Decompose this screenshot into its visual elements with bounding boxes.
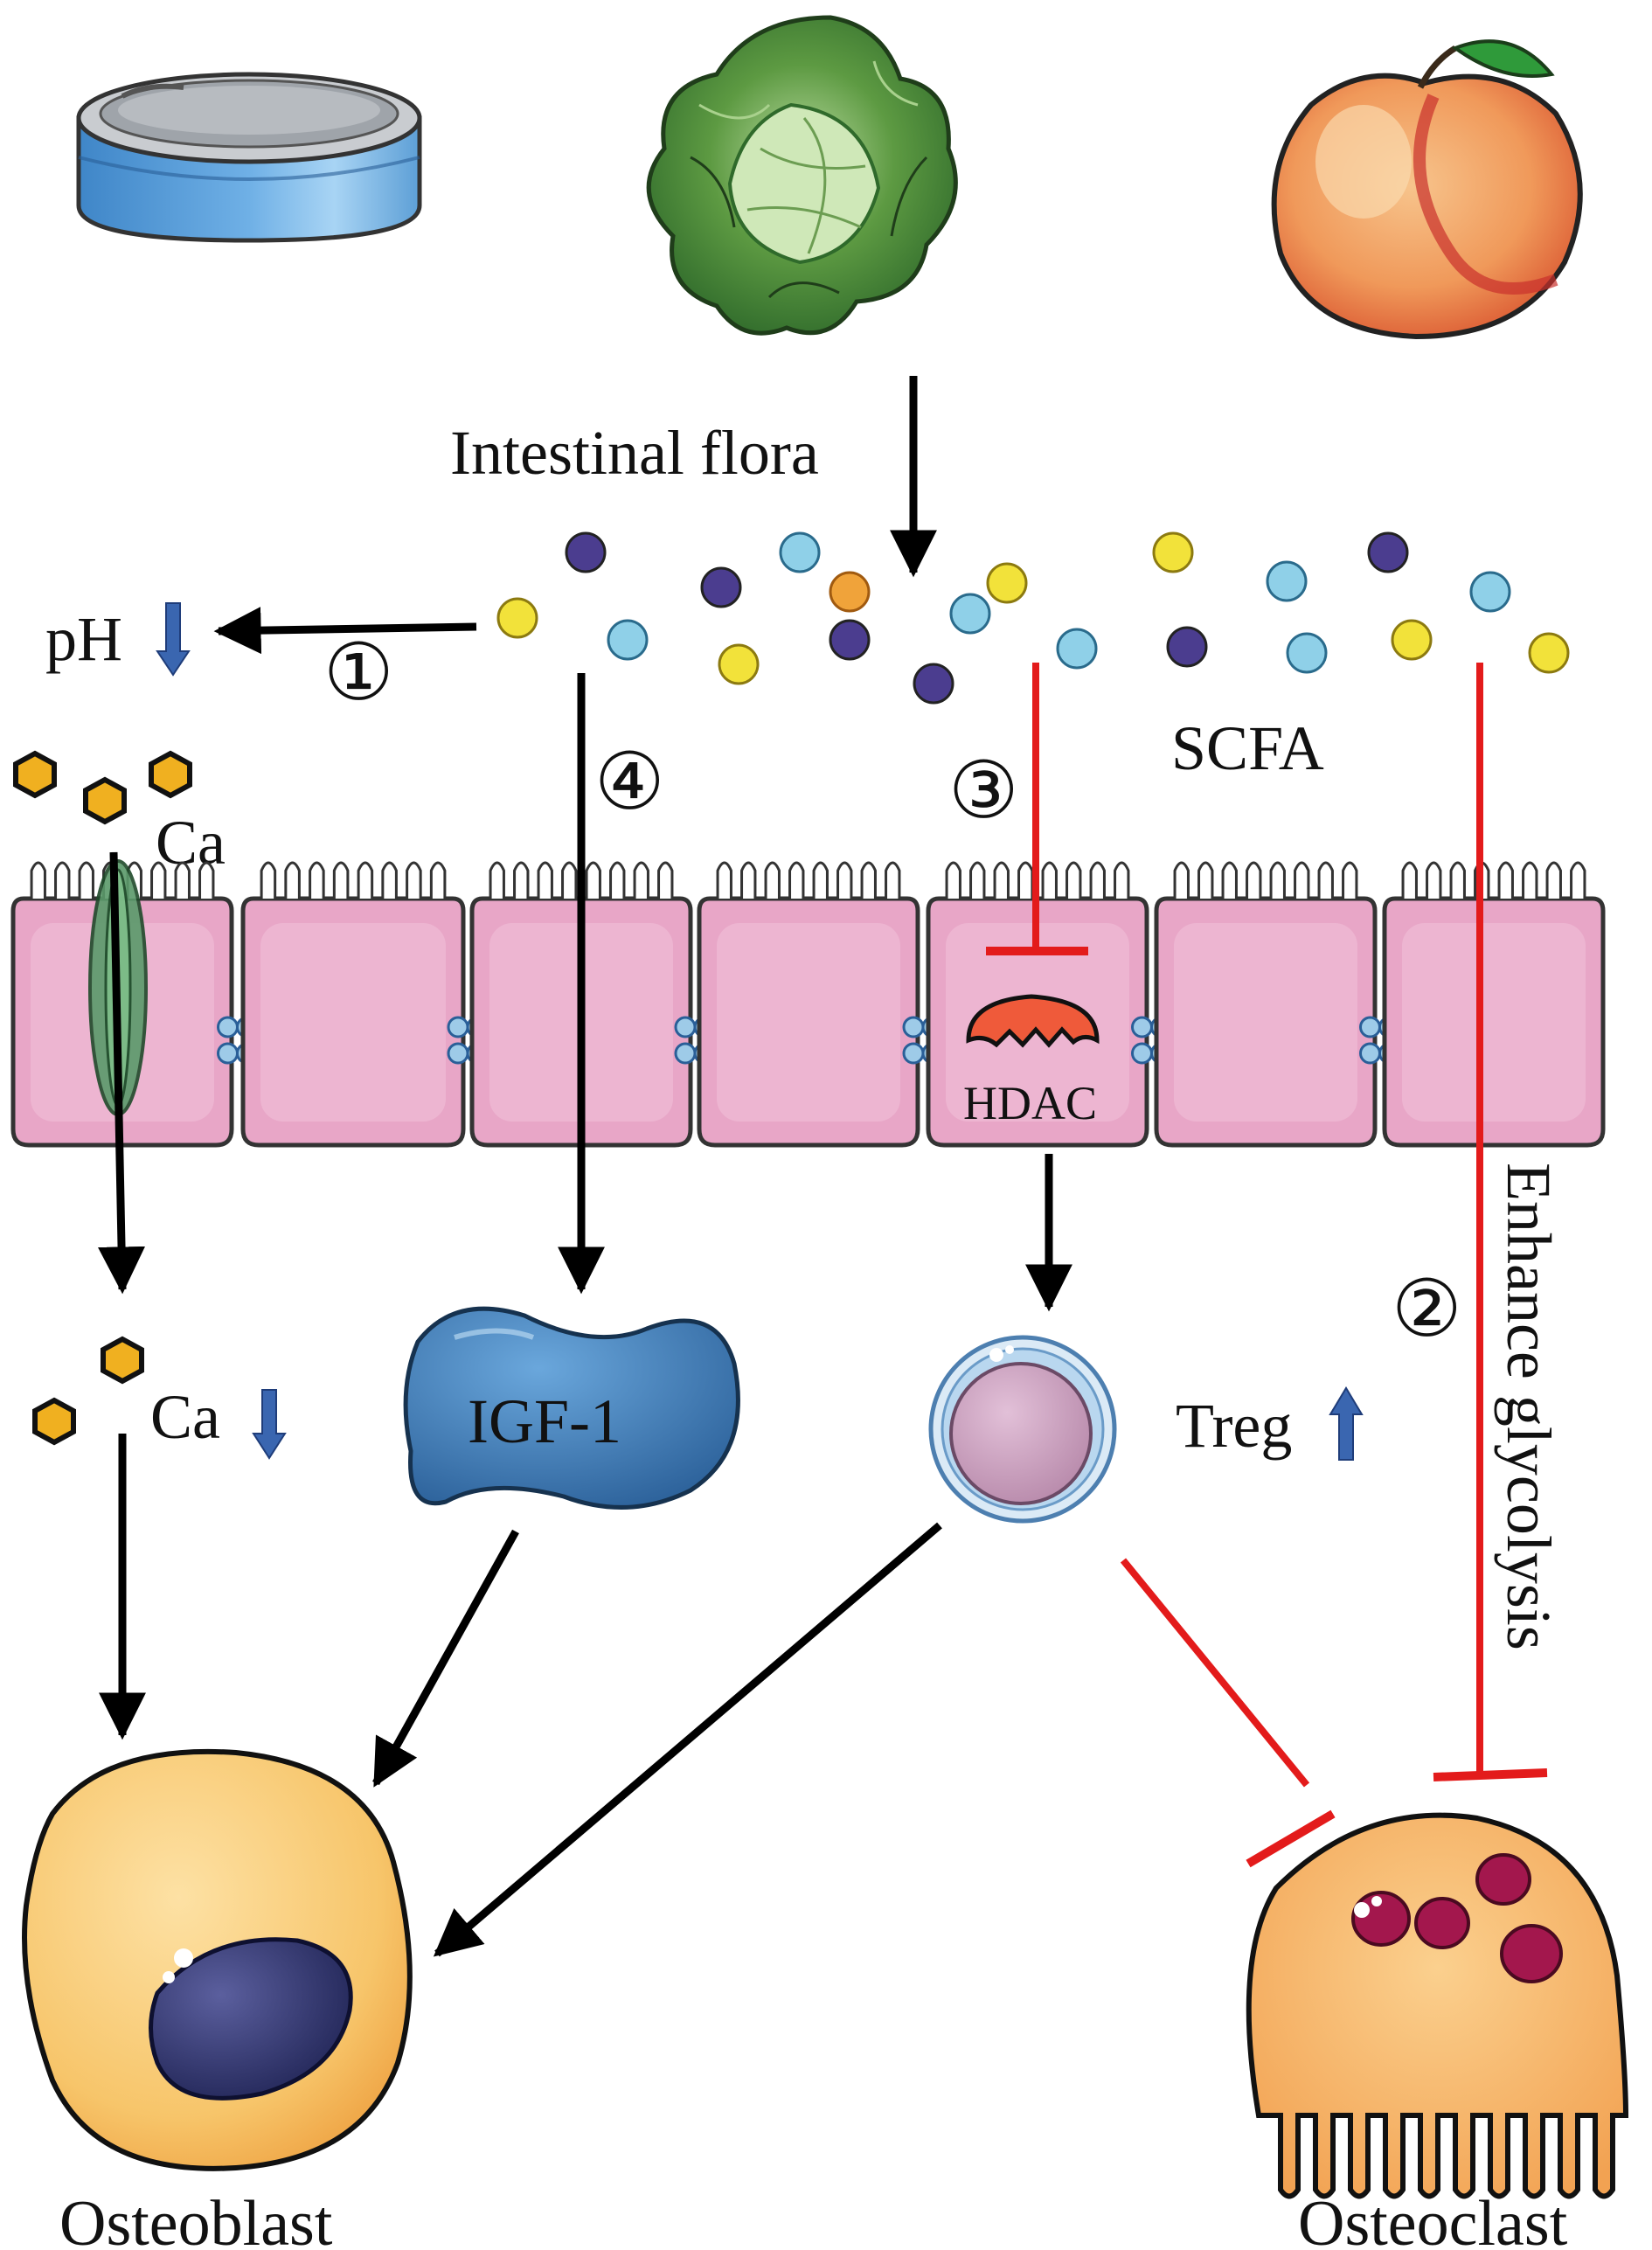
- scfa-molecules: [496, 531, 1570, 705]
- treg-to-osteoblast-arrow: [433, 1522, 942, 1957]
- osteoclast-cell: [1246, 1812, 1629, 2199]
- osteoblast-label: Osteoblast: [59, 2188, 333, 2250]
- pathway-marker-3: ③: [948, 748, 1019, 835]
- hdac-inhibition: [986, 663, 1088, 955]
- epithelial-cell: [1154, 861, 1378, 1148]
- ca-top-label: Ca: [156, 808, 226, 878]
- treg-label: Treg: [1176, 1391, 1292, 1461]
- pathway-marker-2: ②: [1392, 1267, 1462, 1353]
- epithelial-cell: [240, 861, 466, 1148]
- osteoclast-label: Osteoclast: [1298, 2188, 1568, 2250]
- down-arrow-icon: [156, 602, 191, 677]
- calcium-ions-bottom: [32, 1336, 144, 1446]
- treg-cell: [928, 1335, 1117, 1524]
- ca-bottom-label: Ca: [150, 1382, 220, 1452]
- igf1-label: IGF-1: [468, 1386, 621, 1456]
- glycolysis-inhibition: [1433, 663, 1548, 1781]
- up-arrow-icon: [1329, 1386, 1364, 1461]
- pathway-marker-1: ①: [323, 630, 394, 717]
- hdac-label: HDAC: [963, 1077, 1097, 1129]
- epithelial-cell: [697, 861, 920, 1148]
- osteoblast-cell: [22, 1748, 413, 2171]
- intestinal-epithelium: [10, 861, 1606, 1148]
- intestinal-flora-label: Intestinal flora: [450, 418, 819, 488]
- calcium-ions-top: [13, 750, 192, 825]
- ph-label: pH: [45, 604, 122, 674]
- igf1-to-osteoblast-arrow: [372, 1529, 519, 1788]
- down-arrow-icon: [252, 1389, 287, 1460]
- cabbage-icon: [646, 15, 958, 336]
- scfa-label: SCFA: [1171, 713, 1324, 783]
- tin-can-icon: [76, 72, 422, 243]
- peach-icon: [1271, 39, 1583, 340]
- igf1-molecule: [403, 1306, 740, 1510]
- ph-arrow: [213, 607, 477, 655]
- pathway-marker-4: ④: [594, 740, 665, 826]
- treg-osteoclast-inhibition: [1120, 1558, 1336, 1868]
- hdac-enzyme: [966, 994, 1100, 1048]
- epithelial-cell: [1382, 861, 1606, 1148]
- ca-transport-arrow: [98, 851, 146, 1295]
- enhance-glycolysis-label: Enhance glycolysis: [1494, 1163, 1564, 1650]
